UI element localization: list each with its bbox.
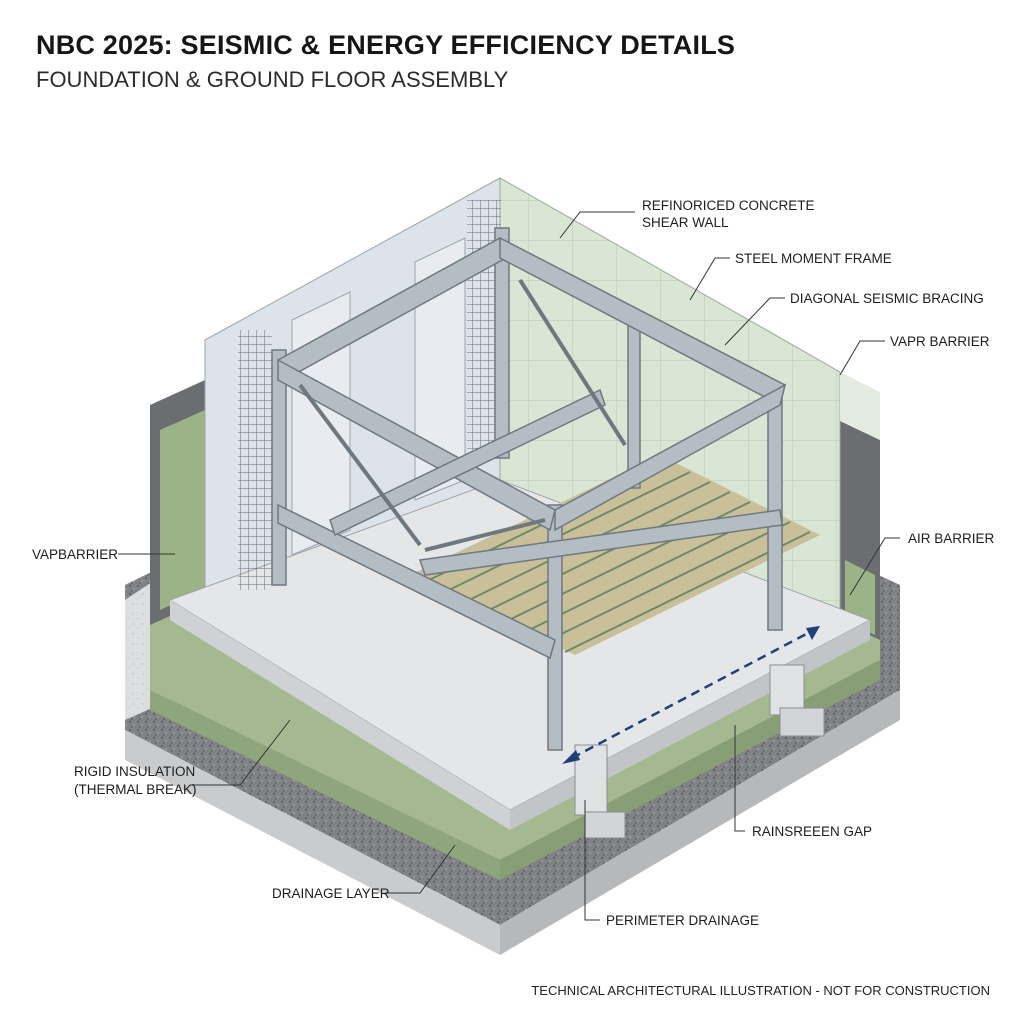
label-rainscreen-gap: RAINSREEEN GAP [752,824,872,839]
label-rigid-insulation-line1: RIGID INSULATION [74,764,195,779]
label-perimeter-drainage: PERIMETER DRAINAGE [606,913,759,928]
label-bracing: DIAGONAL SEISMIC BRACING [790,291,984,306]
label-air-barrier: AIR BARRIER [908,531,995,546]
label-rigid-insulation-line2: (THERMAL BREAK) [74,782,197,797]
foundation-wall-left [150,380,205,625]
footing-right [769,664,825,737]
footer-note: TECHNICAL ARCHITECTURAL ILLUSTRATION - N… [531,983,990,998]
rebar-cage-left [238,330,272,590]
diagram-title: NBC 2025: SEISMIC & ENERGY EFFICIENCY DE… [36,30,736,60]
diagram-subtitle: FOUNDATION & GROUND FLOOR ASSEMBLY [36,67,509,92]
label-drainage-layer: DRAINAGE LAYER [272,886,390,901]
foundation-wall-right [838,420,880,640]
leader-lines [118,211,900,921]
steel-moment-frame [271,227,787,751]
label-shear-wall-line1: REFINORICED CONCRETE [642,198,815,213]
footing-front [574,744,626,839]
label-shear-wall-line2: SHEAR WALL [642,215,729,230]
rainscreen-arrow [562,626,820,764]
label-moment-frame: STEEL MOMENT FRAME [735,251,892,266]
label-vapor-barrier-right: VAPR BARRIER [890,334,990,349]
label-vapor-barrier-left: VAPBARRIER [32,547,118,562]
